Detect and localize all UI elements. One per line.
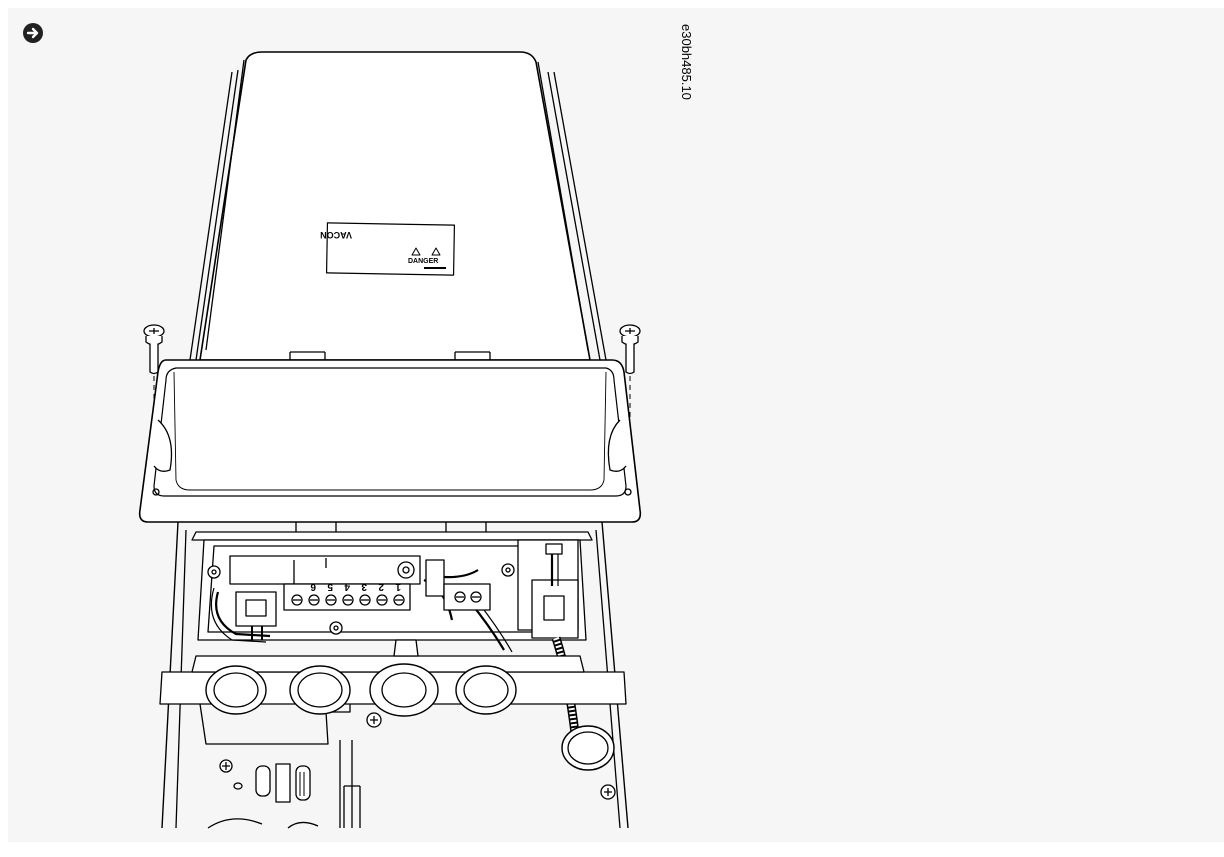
terminal-number: 2 xyxy=(378,581,384,592)
terminal-number: 3 xyxy=(361,581,367,592)
terminal-cover xyxy=(138,359,642,523)
cable-gland xyxy=(289,665,351,715)
warning-triangle-icon xyxy=(411,247,421,256)
cover-label-plate: VACON DANGER xyxy=(320,222,456,276)
terminal-screws xyxy=(291,594,405,606)
cable-entry-plate xyxy=(159,639,627,800)
terminal-number: 6 xyxy=(310,581,316,592)
main-cover xyxy=(189,51,607,361)
terminal-number: 1 xyxy=(395,581,401,592)
screw-right xyxy=(619,324,641,480)
warning-label-text: DANGER xyxy=(408,258,438,265)
arrow-right-circle-icon xyxy=(23,23,43,43)
warning-triangle-icon xyxy=(431,247,441,256)
cable-gland xyxy=(369,663,439,717)
lower-body-details xyxy=(207,740,361,829)
terminal-number: 4 xyxy=(344,581,350,592)
screw-left xyxy=(143,324,165,480)
cable-gland xyxy=(455,665,517,715)
terminal-number: 5 xyxy=(327,581,333,592)
cover-brand-text: VACON xyxy=(320,230,352,240)
control-terminals: 6 5 4 3 2 1 xyxy=(207,555,515,653)
cable-gland xyxy=(205,665,267,715)
next-button[interactable] xyxy=(22,22,44,44)
